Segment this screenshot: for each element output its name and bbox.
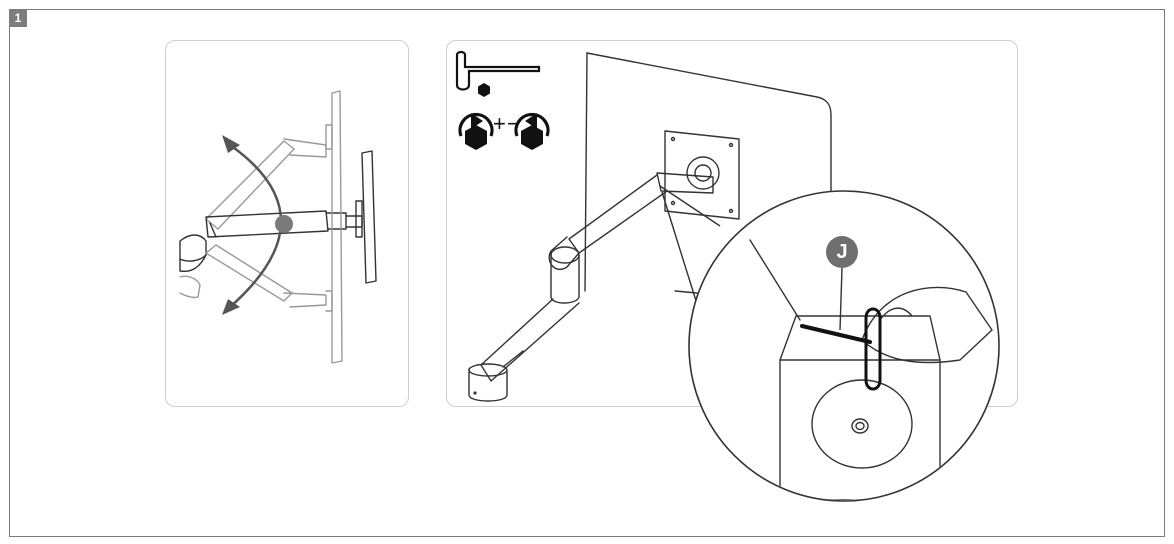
arc-arrow-up-icon <box>222 135 240 153</box>
monitor-center <box>361 150 377 284</box>
hex-key-icon <box>455 50 541 97</box>
step-frame <box>9 9 1165 537</box>
rotate-counterclockwise-minus-icon <box>514 112 550 150</box>
elbow-joint <box>550 252 580 304</box>
callout-j-label: J <box>826 236 858 268</box>
arm-main <box>205 210 329 238</box>
arm-upper-ghost <box>205 140 295 230</box>
tilt-range-panel <box>165 40 409 407</box>
monitor-back <box>586 52 832 194</box>
tilt-range-illustration <box>179 90 377 364</box>
tension-adjust-panel: + − <box>446 40 1018 407</box>
upper-arm <box>568 174 668 254</box>
loosen-sign: − <box>507 111 520 136</box>
lower-arm <box>480 298 580 382</box>
step-number-badge: 1 <box>9 9 27 27</box>
base-mount-shape <box>179 234 207 262</box>
arm-lower-ghost <box>205 244 293 302</box>
pivot-point <box>275 215 293 233</box>
tension-adjust-illustration: + − <box>455 50 832 402</box>
rotate-clockwise-plus-icon <box>458 112 494 150</box>
arc-arrow-down-icon <box>222 299 240 315</box>
base-post <box>468 368 508 402</box>
tighten-sign: + <box>493 111 506 136</box>
monitor-top-ghost <box>331 90 343 364</box>
